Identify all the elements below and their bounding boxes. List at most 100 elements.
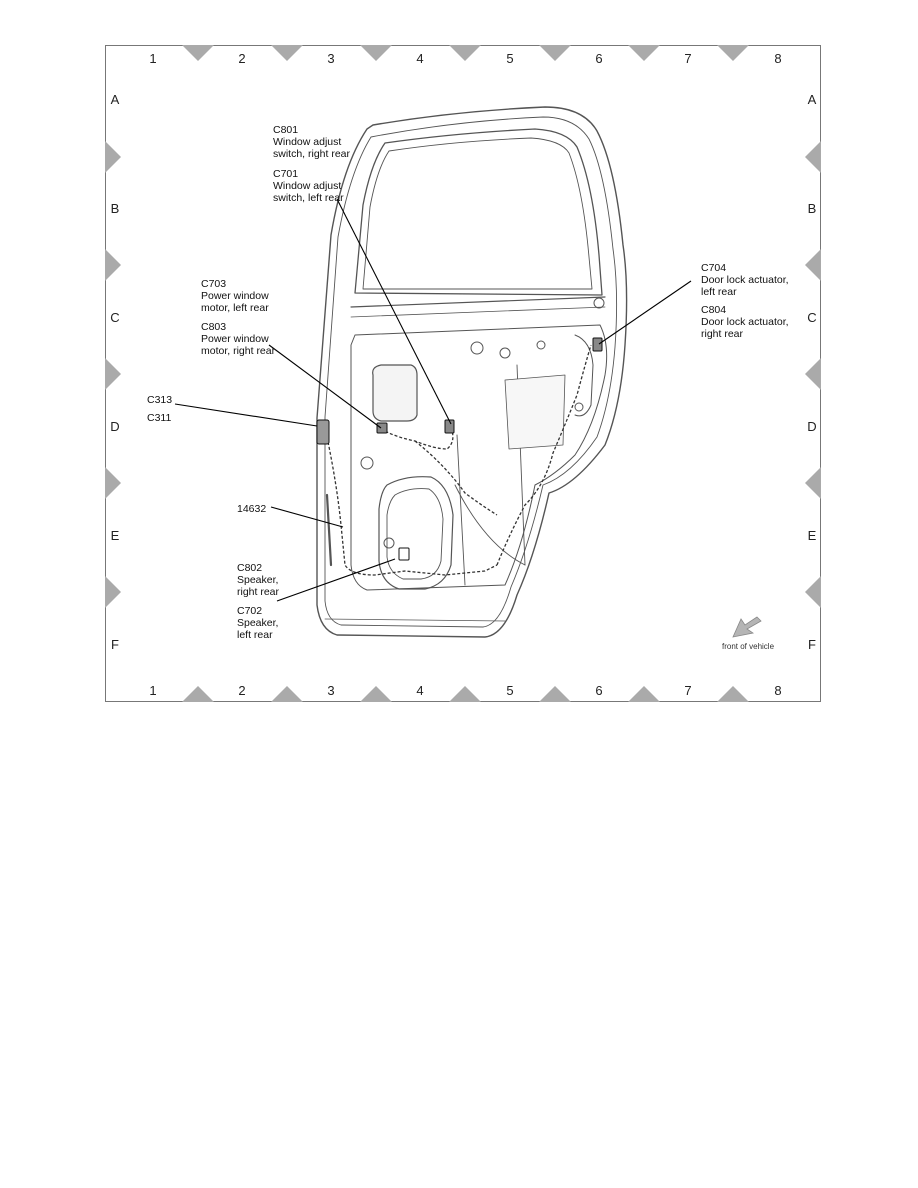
column-labels-bottom: 1 2 3 4 5 6 7 8: [149, 683, 781, 698]
column-labels-top: 1 2 3 4 5 6 7 8: [149, 51, 781, 66]
callout-c804-code: C804: [701, 304, 726, 316]
front-of-vehicle-indicator: front of vehicle: [722, 616, 775, 651]
grid-marker-bottom-1: [182, 686, 214, 702]
access-hole-7: [574, 402, 584, 412]
callout-c704-code: C704: [701, 262, 726, 274]
leader-c802-c702: [276, 558, 396, 602]
row-label-b: B: [111, 201, 120, 216]
connector-c313-c311: [316, 419, 330, 445]
callout-c702: C702 Speaker, left rear: [237, 605, 278, 641]
grid-marker-right-1: [805, 141, 821, 173]
regulator-rail-left: [456, 434, 466, 586]
callout-c701-line2: switch, left rear: [273, 192, 344, 204]
callout-c804-line2: right rear: [701, 328, 744, 340]
speaker-opening-outer: [378, 476, 454, 590]
callout-c311: C311: [147, 412, 171, 424]
bottom-trim: [324, 618, 506, 622]
grid-marker-top-3: [360, 45, 392, 61]
harness-switch-branch: [414, 440, 498, 516]
harness-main-run: [326, 436, 498, 576]
front-of-vehicle-label: front of vehicle: [722, 642, 775, 651]
grid-marker-right-2: [805, 249, 821, 281]
lock-area: [574, 334, 594, 417]
hinge-slot: [325, 493, 333, 567]
grid-marker-bottom-2: [271, 686, 303, 702]
col-label-8: 8: [774, 51, 781, 66]
callout-c702-line1: Speaker,: [237, 617, 278, 629]
callout-c803-line2: motor, right rear: [201, 345, 276, 357]
col-label-8-bottom: 8: [774, 683, 781, 698]
leader-c313-c311: [174, 403, 318, 427]
col-label-1: 1: [149, 51, 156, 66]
arrow-down-left-icon: [732, 616, 762, 638]
callout-c703-line2: motor, left rear: [201, 302, 269, 314]
row-label-d-right: D: [807, 419, 816, 434]
row-label-a-right: A: [808, 92, 817, 107]
callout-c704: C704 Door lock actuator, left rear: [701, 262, 789, 298]
row-label-e: E: [111, 528, 120, 543]
grid-marker-left-3: [105, 358, 121, 390]
col-label-6-bottom: 6: [595, 683, 602, 698]
grid-marker-bottom-6: [628, 686, 660, 702]
frame-border: [105, 45, 821, 702]
inner-panel: [350, 324, 608, 591]
grid-marker-right-3: [805, 358, 821, 390]
col-label-4-bottom: 4: [416, 683, 423, 698]
leader-c801-c701: [336, 198, 452, 425]
col-label-6: 6: [595, 51, 602, 66]
leader-14632: [270, 506, 344, 528]
belt-line: [350, 296, 606, 308]
grid-marker-left-5: [105, 576, 121, 608]
window-frame-outer: [354, 128, 603, 296]
grid-marker-right-5: [805, 576, 821, 608]
callout-c702-line2: left rear: [237, 629, 273, 641]
access-hole-6: [536, 340, 546, 350]
grid-marker-top-6: [628, 45, 660, 61]
access-hole-5: [383, 537, 395, 549]
row-label-d: D: [110, 419, 119, 434]
col-label-3-bottom: 3: [327, 683, 334, 698]
row-labels-right: A B C D E F: [807, 92, 816, 652]
window-frame-inner: [362, 137, 593, 290]
col-label-2: 2: [238, 51, 245, 66]
grid-marker-left-1: [105, 141, 121, 173]
access-hole-1: [360, 456, 374, 470]
connector-c702-c802: [398, 547, 410, 561]
speaker-opening-inner: [386, 488, 444, 580]
window-motor-body: [372, 364, 418, 422]
callout-c802-line2: right rear: [237, 586, 280, 598]
diagram-frame: 1 2 3 4 5 6 7 8 1 2 3 4 5 6 7 8 A B C D …: [105, 45, 821, 702]
connector-c704-c804: [592, 337, 603, 352]
col-label-7: 7: [684, 51, 691, 66]
grid-marker-left-4: [105, 467, 121, 499]
callout-c804-line1: Door lock actuator,: [701, 316, 789, 328]
row-label-f-right: F: [808, 637, 816, 652]
grid-marker-bottom-4: [449, 686, 481, 702]
leader-lines: [174, 198, 692, 602]
callout-c701-code: C701: [273, 168, 298, 180]
callout-c313: C313: [147, 394, 172, 406]
connector-c703-c803: [376, 422, 388, 434]
callout-c703-code: C703: [201, 278, 226, 290]
callout-c804: C804 Door lock actuator, right rear: [701, 304, 789, 340]
grid-marker-bottom-7: [717, 686, 749, 702]
grid-marker-top-4: [449, 45, 481, 61]
harness-motor-branch: [380, 424, 454, 450]
grid-marker-top-2: [271, 45, 303, 61]
col-label-5: 5: [506, 51, 513, 66]
col-label-1-bottom: 1: [149, 683, 156, 698]
callout-c801-line2: switch, right rear: [273, 148, 351, 160]
regulator-cross: [454, 484, 526, 566]
col-label-3: 3: [327, 51, 334, 66]
access-hole-3: [470, 341, 484, 355]
access-hole-2: [499, 347, 511, 359]
grid-marker-top-7: [717, 45, 749, 61]
col-label-7-bottom: 7: [684, 683, 691, 698]
callout-c803-line1: Power window: [201, 333, 269, 345]
rear-door-illustration: [316, 106, 628, 638]
grid-marker-left-2: [105, 249, 121, 281]
leader-c703-c803: [268, 344, 382, 429]
row-label-f: F: [111, 637, 119, 652]
door-inner-outline: [324, 116, 618, 628]
callout-c701: C701 Window adjust switch, left rear: [273, 168, 344, 204]
